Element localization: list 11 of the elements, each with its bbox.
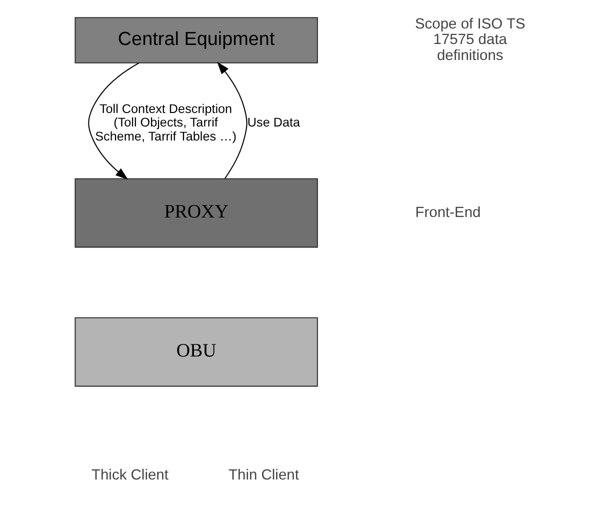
label: Front-End xyxy=(415,204,481,221)
edge-label: Toll Context Description (Toll Objects, Tarrif Scheme, Tarrif Tables …) xyxy=(95,102,236,144)
edge-label: Use Data xyxy=(247,116,300,130)
node-box: PROXY xyxy=(74,178,318,248)
arrow xyxy=(88,62,140,180)
label: Thick Client xyxy=(91,468,168,484)
node-box: Central Equipment xyxy=(74,17,318,64)
node-box: OBU xyxy=(74,317,318,387)
label: Thin Client xyxy=(228,468,299,484)
arrow xyxy=(217,62,248,179)
label: Scope of ISO TS 17575 data definitions xyxy=(414,16,526,64)
